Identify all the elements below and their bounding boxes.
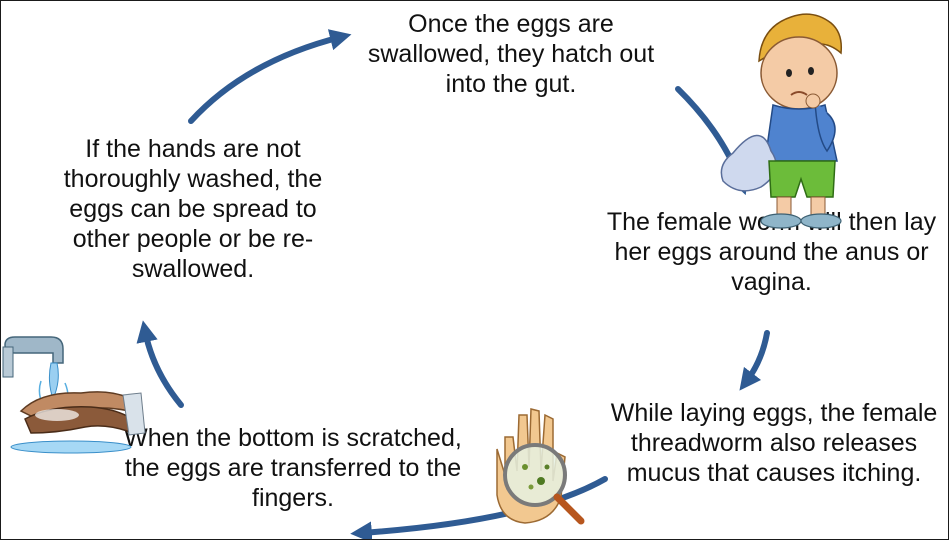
arrow-step5-to-step1 xyxy=(188,29,352,124)
step-4-text: When the bottom is scratched, the eggs a… xyxy=(124,424,462,512)
step-5-text: If the hands are not thoroughly washed, … xyxy=(63,135,323,283)
arrow-step2-to-step3 xyxy=(739,330,770,391)
step-3-text: While laying eggs, the female threadworm… xyxy=(610,399,938,487)
arrow-step4-to-step5 xyxy=(136,320,184,408)
step-1-text: Once the eggs are swallowed, they hatch … xyxy=(367,10,655,98)
